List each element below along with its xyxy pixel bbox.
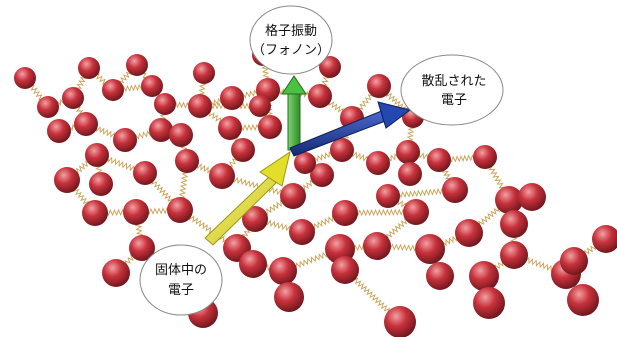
incident-label-line2: 電子 bbox=[168, 283, 194, 298]
lattice-atom bbox=[592, 225, 617, 253]
lattice-atom bbox=[249, 95, 271, 117]
phonon-label-line2: （フォノン） bbox=[252, 43, 330, 58]
lattice-atom bbox=[274, 282, 304, 312]
lattice-atom bbox=[47, 119, 71, 143]
lattice-atom bbox=[319, 56, 341, 78]
lattice-atom bbox=[500, 210, 528, 238]
lattice-atoms bbox=[14, 44, 617, 337]
scattered-electron-label-bubble: 散乱された 電子 bbox=[400, 54, 504, 126]
lattice-atom bbox=[310, 163, 334, 187]
lattice-atom bbox=[126, 54, 148, 76]
lattice-atom bbox=[269, 257, 297, 285]
lattice-atom bbox=[78, 57, 100, 79]
lattice-atom bbox=[74, 112, 98, 136]
lattice-atom bbox=[384, 306, 416, 337]
scattered-label-line1: 散乱された bbox=[421, 74, 486, 89]
phonon-label-bubble: 格子振動 （フォノン） bbox=[249, 5, 333, 75]
lattice-atom bbox=[141, 75, 163, 97]
lattice-atom bbox=[455, 219, 483, 247]
lattice-atom bbox=[396, 140, 420, 164]
lattice-atom bbox=[37, 96, 59, 118]
lattice-atom bbox=[14, 67, 36, 89]
lattice-atom bbox=[442, 177, 468, 203]
lattice-atom bbox=[85, 143, 109, 167]
lattice-atom bbox=[239, 250, 267, 278]
lattice-atom bbox=[169, 123, 193, 147]
lattice-atom bbox=[308, 84, 332, 108]
lattice-atom bbox=[102, 259, 130, 287]
incident-electron-arrow bbox=[204, 150, 291, 246]
lattice-atom bbox=[376, 184, 400, 208]
lattice-atom bbox=[367, 74, 391, 98]
lattice-atom bbox=[426, 262, 454, 290]
lattice-atom bbox=[398, 162, 422, 186]
lattice-atom bbox=[366, 151, 390, 175]
lattice-atom bbox=[123, 199, 149, 225]
lattice-atom bbox=[560, 247, 588, 275]
lattice-atom bbox=[495, 186, 523, 214]
lattice-atom bbox=[500, 241, 528, 269]
lattice-atom bbox=[62, 87, 84, 109]
lattice-atom bbox=[567, 284, 599, 316]
lattice-atom bbox=[415, 234, 445, 264]
lattice-atom bbox=[518, 183, 546, 211]
lattice-atom bbox=[113, 128, 137, 152]
lattice-atom bbox=[82, 200, 108, 226]
incident-electron-label-bubble: 固体中の 電子 bbox=[139, 244, 223, 316]
incident-label-line1: 固体中の bbox=[155, 263, 207, 278]
lattice-atom bbox=[209, 163, 235, 189]
lattice-atom bbox=[331, 256, 359, 284]
lattice-atom bbox=[363, 232, 391, 260]
lattice-atom bbox=[473, 287, 505, 319]
lattice-atom bbox=[427, 148, 451, 172]
lattice-atom bbox=[102, 79, 124, 101]
lattice-atom bbox=[89, 172, 113, 196]
lattice-atom bbox=[469, 261, 499, 291]
lattice-atom bbox=[289, 219, 315, 245]
lattice-atom bbox=[167, 197, 193, 223]
scattered-label-line2: 電子 bbox=[441, 93, 467, 108]
lattice-atom bbox=[218, 116, 242, 140]
lattice-atom bbox=[154, 93, 176, 115]
lattice-atom bbox=[258, 115, 282, 139]
lattice-atom bbox=[280, 183, 306, 209]
lattice-atom bbox=[231, 138, 255, 162]
phonon-arrow bbox=[281, 75, 307, 151]
lattice-atom bbox=[294, 152, 316, 174]
lattice-atom bbox=[403, 199, 429, 225]
lattice-atom bbox=[473, 145, 497, 169]
lattice-atom bbox=[332, 200, 358, 226]
phonon-label-line1: 格子振動 bbox=[265, 23, 317, 39]
lattice-atom bbox=[175, 149, 199, 173]
lattice-atom bbox=[149, 118, 173, 142]
scattered-electron-arrow bbox=[289, 101, 412, 157]
lattice-atom bbox=[129, 235, 155, 261]
lattice-atom bbox=[220, 86, 244, 110]
lattice-atom bbox=[193, 62, 215, 84]
lattice-atom bbox=[188, 94, 212, 118]
lattice-atom bbox=[54, 167, 80, 193]
lattice-atom bbox=[330, 138, 354, 162]
lattice-atom bbox=[242, 206, 268, 232]
lattice-atom bbox=[133, 161, 157, 185]
